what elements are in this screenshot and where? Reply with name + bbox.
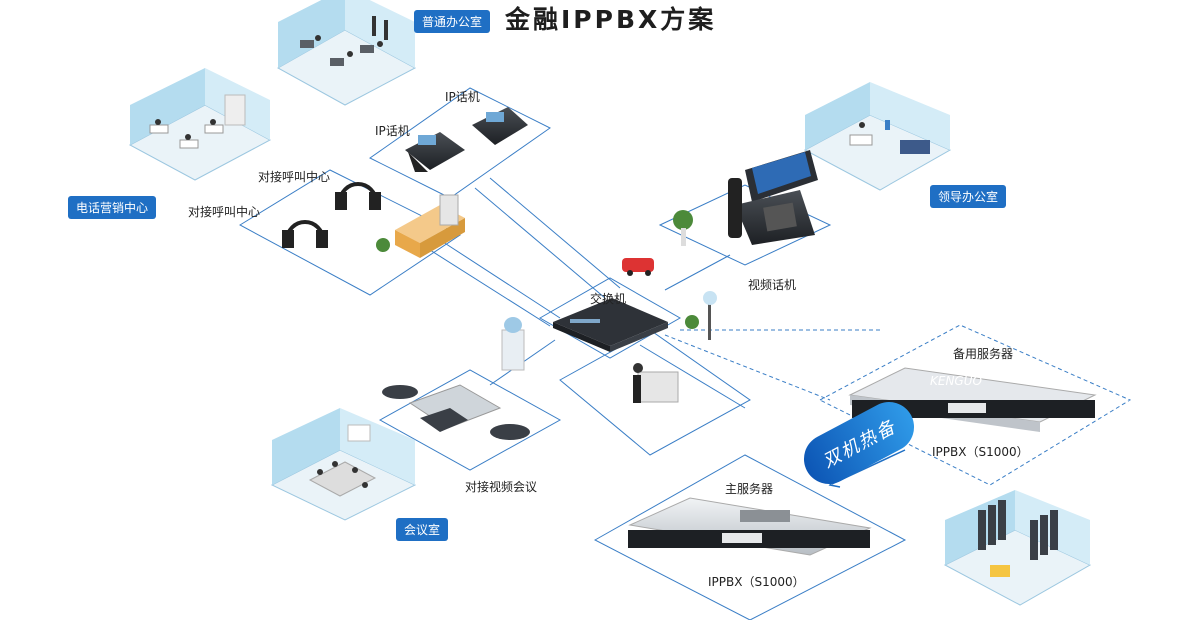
call-center-room [128, 68, 272, 181]
main-server-model: IPPBX（S1000） [708, 575, 805, 589]
call-center-box-icon [376, 194, 465, 258]
meeting-room [270, 408, 417, 521]
printer-icon [633, 363, 679, 403]
switch-label: 交换机 [590, 292, 627, 306]
ip-phone-label-1: IP话机 [445, 90, 480, 104]
call-center-label-1: 对接呼叫中心 [258, 170, 331, 184]
backup-server-model: IPPBX（S1000） [932, 445, 1029, 459]
backup-server-label: 备用服务器 [953, 347, 1014, 361]
conference-phone-icon [382, 384, 530, 440]
video-phone-icon [673, 150, 818, 246]
video-phone-label: 视频话机 [748, 278, 797, 292]
backup-server-brand: KENGUO [930, 374, 982, 388]
page-title: 金融IPPBX方案 [505, 5, 717, 34]
lamp-icon [685, 291, 717, 340]
leader-office-tag: 领导办公室 [930, 185, 1007, 208]
backup-platform [818, 324, 1132, 486]
water-cooler-icon [501, 317, 525, 371]
meeting-room-tag: 会议室 [396, 518, 449, 541]
dashed-lines [664, 329, 880, 401]
video-conf-label: 对接视频会议 [465, 480, 538, 494]
ip-phone-icon [405, 132, 465, 172]
ip-phone-label-2: IP话机 [375, 124, 410, 138]
leader-office-room [803, 82, 952, 191]
headset-icon [282, 220, 328, 248]
ip-phone-icon-2 [472, 107, 528, 145]
ordinary-office-room [276, 0, 417, 106]
call-center-tag: 电话营销中心 [68, 196, 157, 219]
headset-icon-2 [335, 182, 381, 210]
rack-icon [740, 510, 790, 522]
ordinary-office-tag: 普通办公室 [414, 10, 491, 33]
switch-icon [553, 298, 668, 352]
main-server-icon [628, 497, 872, 556]
main-server-label: 主服务器 [725, 482, 774, 496]
datacenter-room [943, 490, 1092, 606]
call-center-label-2: 对接呼叫中心 [188, 205, 261, 219]
car-icon [622, 258, 654, 276]
